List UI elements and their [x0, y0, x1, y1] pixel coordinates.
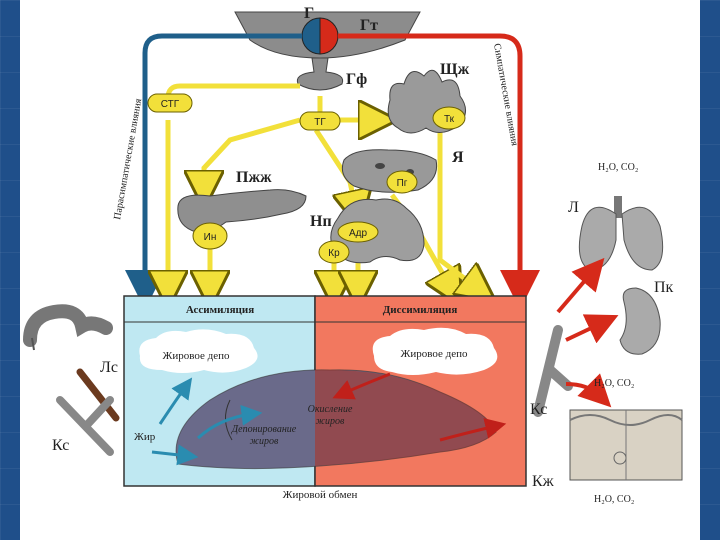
assimilation-arrows [151, 377, 263, 466]
label-pk: Пк [654, 279, 674, 296]
label-deposition-1: Депонирование [231, 424, 297, 435]
outflow-arrows [556, 257, 619, 408]
capillaries-right [533, 325, 573, 417]
badge-adr: Адр [349, 228, 368, 239]
label-ya: Я [452, 149, 464, 166]
pituitary-gland [296, 57, 344, 91]
badge-pg: Пг [397, 178, 408, 189]
label-ls: Лс [100, 359, 118, 376]
fat-depot-left-cloud [139, 329, 258, 373]
label-assimilation: Ассимиляция [186, 304, 254, 316]
label-deposition-2: жиров [250, 436, 279, 447]
badge-tk: Тк [444, 114, 455, 125]
label-ks-right: Кс [530, 401, 547, 418]
pancreas [177, 189, 307, 233]
label-fat-depot-right: Жировое депо [401, 348, 468, 360]
lymphatic-vessel [23, 304, 113, 351]
skin-section [569, 409, 683, 481]
label-fat-depot-left: Жировое депо [163, 350, 230, 362]
hormone-badges [147, 93, 466, 264]
label-fat: Жир [134, 431, 156, 443]
lungs [578, 196, 664, 271]
lymph-vessel-brown [76, 368, 120, 422]
badge-tg: ТГ [314, 117, 326, 128]
kidney [619, 287, 661, 355]
fat-depot-right-cloud [372, 327, 498, 375]
label-np: Нп [310, 213, 332, 230]
dissimilation-arrows [332, 372, 507, 442]
fat-metabolism-diagram: Г Гт Гф СТГ ТГ Щж Тк Я Пг Пжж Ин Нп Адр … [23, 5, 683, 505]
parasympathetic-arrow [125, 33, 302, 310]
label-gf: Гф [346, 71, 367, 88]
label-oxidation-1: Окисление [308, 404, 353, 415]
badge-stg: СТГ [161, 99, 180, 110]
label-kzh: Кж [532, 473, 555, 490]
label-gt: Гт [360, 17, 378, 34]
label-h2o-co2-bottom: H₂O, CO₂ [594, 494, 634, 505]
label-sympathetic: Симпатические влияния [491, 43, 520, 147]
capillaries-left [56, 396, 114, 456]
label-parasympathetic: Парасимпатические влияния [112, 97, 144, 220]
label-dissimilation: Диссимиляция [383, 304, 458, 316]
label-ks-left: Кс [52, 437, 69, 454]
diagram-slide: Г Гт Гф СТГ ТГ Щж Тк Я Пг Пжж Ин Нп Адр … [20, 0, 700, 540]
label-shchzh: Щж [440, 61, 470, 78]
badge-in: Ин [204, 232, 217, 243]
sympathetic-arrow [338, 33, 540, 310]
label-g: Г [304, 5, 314, 22]
label-h2o-co2-top: H₂O, CO₂ [598, 162, 638, 173]
label-pzhzh: Пжж [236, 169, 272, 186]
label-l: Л [568, 199, 579, 216]
label-oxidation-2: жиров [316, 416, 345, 427]
label-fat-metabolism: Жировой обмен [283, 489, 358, 501]
badge-kr: Кр [328, 248, 340, 259]
label-h2o-co2-mid: H₂O, CO₂ [594, 378, 634, 389]
